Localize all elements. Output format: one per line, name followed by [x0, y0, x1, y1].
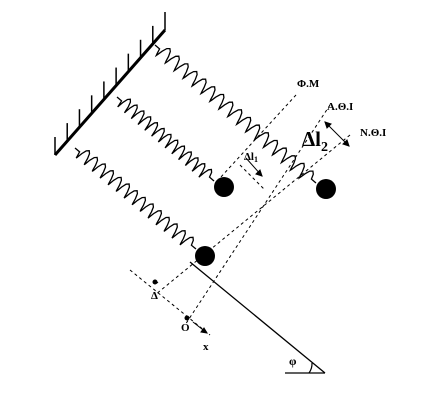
- reference-lines: [129, 94, 351, 336]
- label-delta-l2-main: Δl: [302, 127, 321, 151]
- dl2-arrow-tail: [324, 121, 332, 129]
- ref-line-fm: [219, 94, 297, 179]
- spring-upper: [154, 44, 317, 184]
- ref-line-origin: [129, 269, 211, 336]
- label-delta: Δ: [151, 290, 158, 302]
- dl1-arrow-head: [255, 169, 263, 177]
- label-a-theta-i: Α.Θ.Ι: [327, 101, 353, 113]
- label-origin: Ο: [181, 322, 190, 334]
- spring-middle-coil: [116, 96, 215, 182]
- label-delta-l1: Δl1: [244, 151, 258, 164]
- ref-line-natural-length: [154, 134, 351, 296]
- angle-arc: [308, 362, 313, 374]
- label-delta-l2: Δl2: [302, 127, 328, 155]
- label-delta-l1-main: Δl: [244, 151, 254, 163]
- dl2-arrow-head: [342, 139, 350, 147]
- label-delta-l1-sub: 1: [254, 155, 258, 164]
- x-arrow-head: [200, 327, 208, 334]
- mass-ball-upper: [316, 179, 336, 199]
- wall-hatching: [54, 12, 166, 155]
- spring-lower-coil: [74, 147, 197, 250]
- mass-ball-lower: [195, 246, 215, 266]
- spring-lower: [74, 147, 197, 250]
- fixed-wall: [53, 12, 167, 156]
- label-x-axis: x: [203, 341, 209, 353]
- origin-dot: [184, 315, 190, 321]
- delta-dot: [152, 279, 158, 285]
- label-n-theta-i: Ν.Θ.Ι: [360, 127, 386, 139]
- inclined-plane: [189, 261, 326, 374]
- mass-ball-middle: [214, 177, 234, 197]
- dimension-markers: [152, 121, 350, 334]
- wall-line: [53, 29, 167, 156]
- spring-upper-coil: [154, 44, 317, 184]
- label-angle: φ: [289, 354, 297, 368]
- spring-middle: [116, 96, 215, 182]
- label-phi-m: Φ.Μ: [297, 78, 320, 90]
- ref-line-dl1: [239, 164, 266, 191]
- label-delta-l2-sub: 2: [321, 140, 328, 155]
- ref-line-equilibrium: [184, 104, 331, 326]
